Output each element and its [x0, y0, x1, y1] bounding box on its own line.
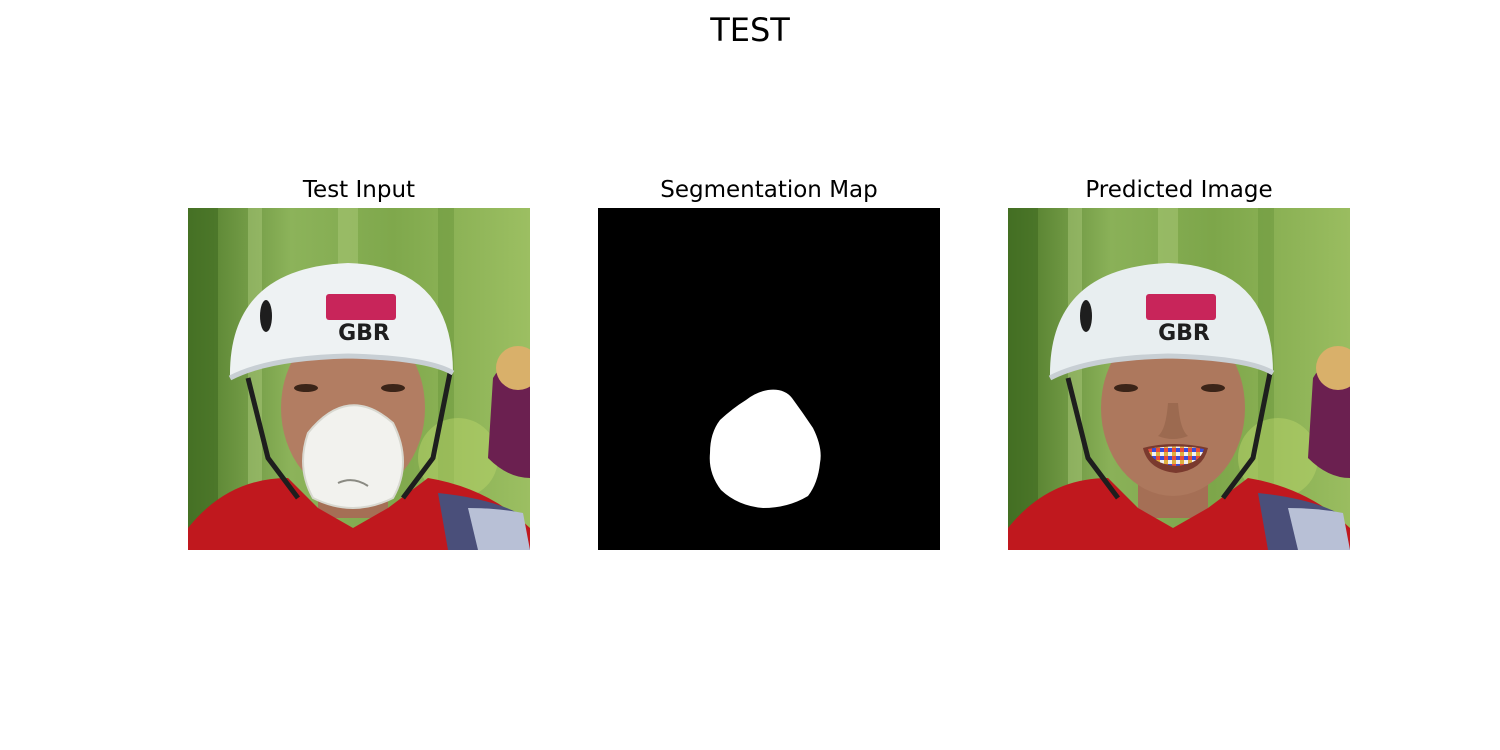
figure-title: TEST — [710, 11, 790, 49]
segmentation-map-image — [598, 208, 940, 550]
panel-title-segmentation-map: Segmentation Map — [660, 177, 878, 203]
test-input-photo: GBR — [188, 208, 530, 550]
helmet-text: GBR — [338, 321, 390, 346]
predicted-photo: GBR — [1008, 208, 1350, 550]
test-input-image: GBR — [188, 208, 530, 550]
panel-title-test-input: Test Input — [302, 177, 416, 203]
segmentation-mask — [598, 208, 940, 550]
helmet-text: GBR — [1158, 321, 1210, 346]
predicted-image: GBR — [1008, 208, 1350, 550]
panel-title-predicted-image: Predicted Image — [1085, 177, 1273, 203]
